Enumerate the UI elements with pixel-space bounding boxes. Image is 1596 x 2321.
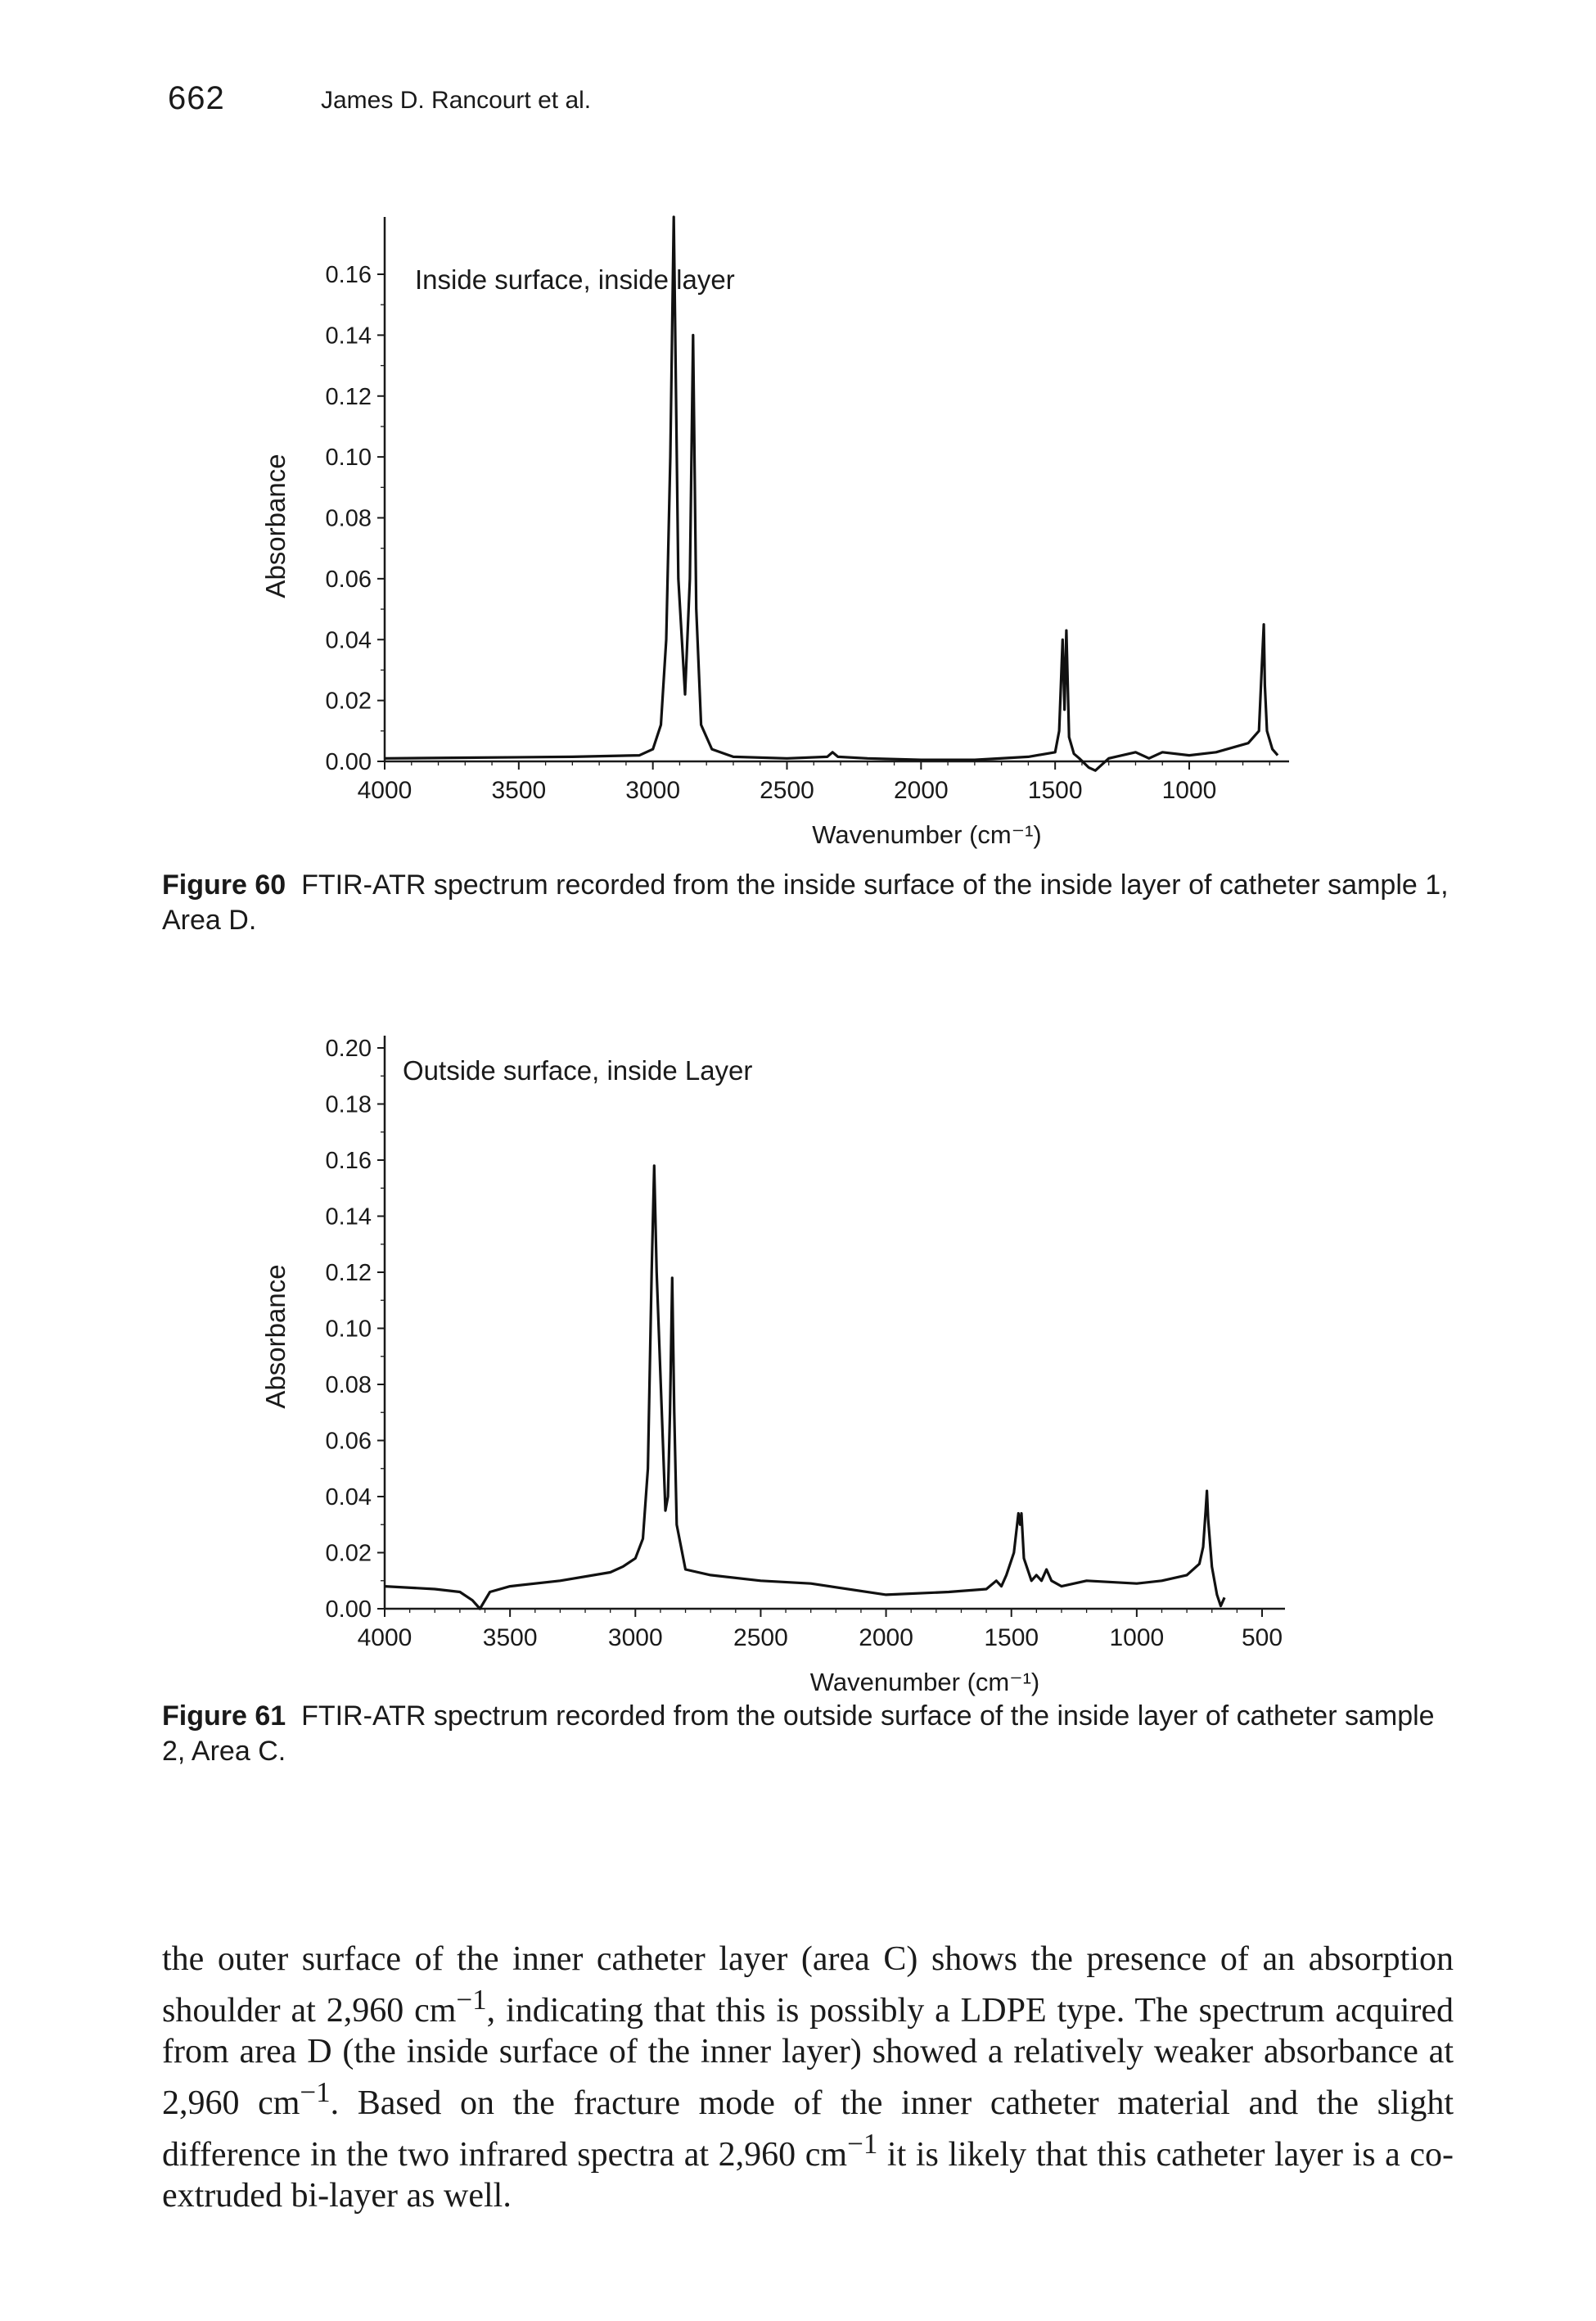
y-tick-label: 0.00 xyxy=(326,1596,372,1623)
figure-61-caption-text: FTIR-ATR spectrum recorded from the outs… xyxy=(162,1700,1435,1767)
x-tick-label: 2500 xyxy=(760,777,814,804)
y-tick-label: 0.04 xyxy=(326,1484,372,1510)
y-tick-label: 0.16 xyxy=(326,262,372,288)
page-number: 662 xyxy=(168,80,225,116)
figure-61-caption: Figure 61 FTIR-ATR spectrum recorded fro… xyxy=(162,1699,1455,1769)
x-tick-label: 1500 xyxy=(984,1624,1039,1651)
y-axis-label: Absorbance xyxy=(260,1264,291,1408)
y-tick-label: 0.02 xyxy=(326,689,372,715)
x-tick-label: 1000 xyxy=(1162,777,1217,804)
y-tick-label: 0.14 xyxy=(326,1204,372,1230)
figure-60-label: Figure 60 xyxy=(162,869,286,901)
y-tick-label: 0.04 xyxy=(326,627,372,653)
y-tick-label: 0.20 xyxy=(326,1036,372,1062)
figure-60-caption-text: FTIR-ATR spectrum recorded from the insi… xyxy=(162,869,1449,936)
x-tick-label: 1500 xyxy=(1028,777,1083,804)
figure-61-label: Figure 61 xyxy=(162,1700,286,1732)
y-tick-label: 0.00 xyxy=(326,749,372,775)
x-tick-label: 2000 xyxy=(859,1624,913,1651)
x-tick-label: 1000 xyxy=(1109,1624,1164,1651)
y-tick-label: 0.16 xyxy=(326,1148,372,1174)
superscript-1: −1 xyxy=(456,1984,487,2016)
y-tick-label: 0.10 xyxy=(326,1316,372,1343)
x-tick-label: 3500 xyxy=(491,777,546,804)
x-tick-label: 2500 xyxy=(733,1624,788,1651)
y-tick-label: 0.06 xyxy=(326,1429,372,1455)
x-tick-label: 3000 xyxy=(625,777,680,804)
spectrum-line xyxy=(384,215,1279,772)
y-tick-label: 0.18 xyxy=(326,1092,372,1118)
x-tick-label: 2000 xyxy=(894,777,949,804)
spectrum-line xyxy=(384,1164,1226,1610)
plot-title: Outside surface, inside Layer xyxy=(403,1055,752,1086)
x-axis-label: Wavenumber (cm⁻¹) xyxy=(810,1668,1039,1696)
y-axis-label: Absorbance xyxy=(260,454,291,598)
figure-61-chart: 0.00 0.02 0.04 0.06 0.08 0.10 0.12 0.14 0.16 0.18… xyxy=(260,1036,1285,1696)
figure-60-caption: Figure 60 FTIR-ATR spectrum recorded fro… xyxy=(162,868,1455,938)
y-tick-label: 0.12 xyxy=(326,1260,372,1286)
plot-title: Inside surface, inside layer xyxy=(415,264,735,295)
body-text-3: . Based on the fracture mode of the inne… xyxy=(162,2084,1454,2174)
y-tick-label: 0.10 xyxy=(326,445,372,471)
page-header: 662 James D. Rancourt et al. xyxy=(168,80,591,117)
x-tick-label: 4000 xyxy=(358,1624,413,1651)
y-tick-label: 0.12 xyxy=(326,384,372,410)
y-tick-label: 0.08 xyxy=(326,506,372,532)
body-text-1: the outer surface of the inner catheter … xyxy=(162,1940,1454,2030)
running-head: James D. Rancourt et al. xyxy=(321,87,592,114)
y-tick-label: 0.14 xyxy=(326,323,372,349)
body-paragraph: the outer surface of the inner catheter … xyxy=(162,1939,1454,2216)
figure-60-chart: 0.00 0.02 0.04 0.06 0.08 0.10 0.12 0.14 0.16 4000… xyxy=(260,215,1289,849)
superscript-2: −1 xyxy=(300,2076,331,2108)
x-tick-label: 3500 xyxy=(483,1624,538,1651)
y-tick-label: 0.02 xyxy=(326,1541,372,1567)
superscript-3: −1 xyxy=(847,2128,878,2160)
x-axis-label: Wavenumber (cm⁻¹) xyxy=(812,820,1041,849)
y-tick-label: 0.08 xyxy=(326,1372,372,1398)
x-tick-label: 4000 xyxy=(358,777,413,804)
y-tick-label: 0.06 xyxy=(326,567,372,593)
x-tick-label: 500 xyxy=(1242,1624,1283,1651)
body-text-4: it is likely that this catheter layer is… xyxy=(162,2136,1454,2215)
x-tick-label: 3000 xyxy=(608,1624,663,1651)
body-text-2: , indicating that this is possibly a LDP… xyxy=(162,1992,1454,2122)
